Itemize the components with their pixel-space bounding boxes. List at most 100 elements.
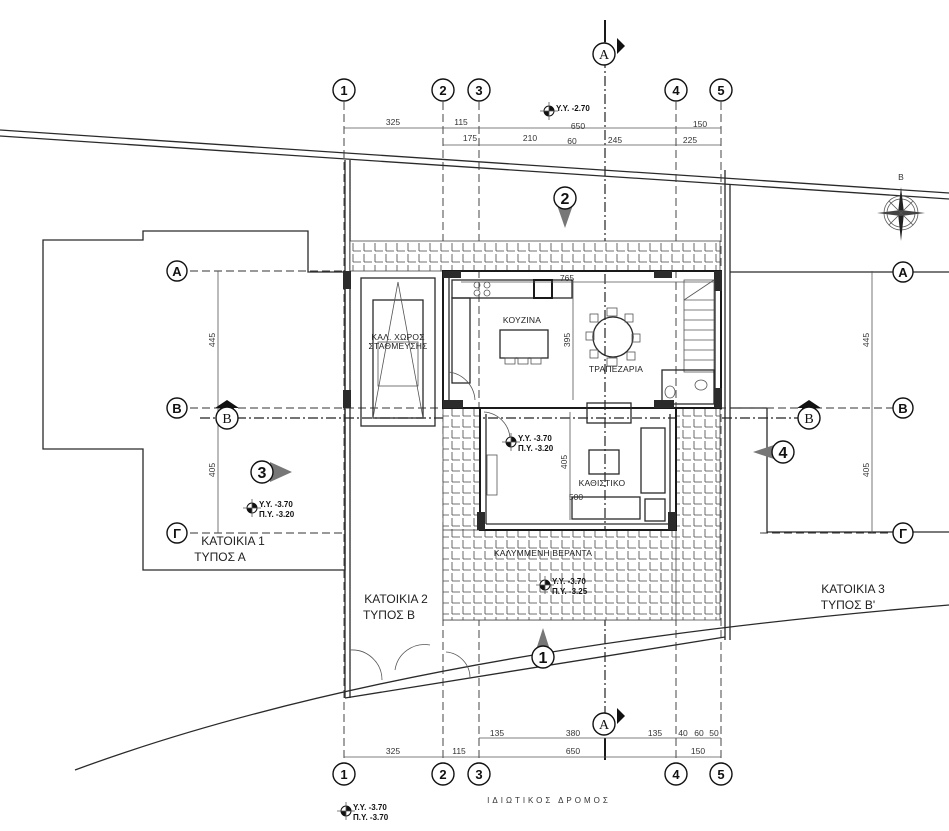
parking-label-line1: ΚΑΛ. ΧΩΡΟΣ	[371, 332, 424, 342]
dim-top-210: 210	[523, 133, 537, 143]
level-top-yy: Υ.Υ. -2.70	[556, 104, 590, 113]
dim-bottom-150: 150	[691, 746, 705, 756]
grid-lines-horizontal	[190, 270, 900, 534]
dining-table	[585, 307, 641, 367]
dim-living-500: 500	[569, 492, 583, 502]
dim-top-325: 325	[386, 117, 400, 127]
grid-col-2-top: 2	[439, 83, 446, 98]
house2-label-line1: ΚΑΤΟΙΚΙΑ 2	[364, 592, 428, 606]
staircase	[683, 279, 715, 373]
grid-bubbles-rows	[166, 260, 914, 544]
dim-top-60: 60	[567, 136, 577, 146]
grid-col-5-bottom: 5	[717, 767, 724, 782]
dim-top-225: 225	[683, 135, 697, 145]
view-1-label: 1	[539, 650, 548, 667]
level-marker-icons	[243, 102, 558, 820]
living-label: ΚΑΘΙΣΤΙΚΟ	[579, 478, 626, 488]
dim-top-650: 650	[571, 121, 585, 131]
doors	[349, 371, 511, 681]
dim-right-445: 445	[861, 333, 871, 347]
kitchen-label: ΚΟΥΖΙΝΑ	[503, 315, 541, 325]
level-road-yy: Υ.Υ. -3.70	[353, 803, 387, 812]
dining-label: ΤΡΑΠΕΖΑΡΙΑ	[589, 364, 643, 374]
level-house1-py: Π.Υ. -3.20	[259, 510, 295, 519]
house3-outline	[730, 271, 949, 533]
house2-walls	[442, 270, 722, 531]
grid-row-b-right: B	[898, 401, 907, 416]
dim-right-405: 405	[861, 463, 871, 477]
grid-row-g-left: Γ	[173, 526, 181, 541]
bottom-dimension-lines	[344, 737, 721, 758]
section-b-label-right: B	[804, 412, 813, 427]
view-marker-3	[250, 460, 292, 484]
rear-terrace	[349, 240, 721, 272]
north-arrow-icon	[877, 187, 925, 241]
grid-row-g-right: Γ	[899, 526, 907, 541]
grid-bubbles-top	[332, 78, 733, 102]
view-marker-2	[553, 186, 577, 228]
wc	[661, 369, 715, 405]
view-marker-4	[753, 440, 795, 464]
house1-label-line1: ΚΑΤΟΙΚΙΑ 1	[201, 534, 265, 548]
veranda-label: ΚΑΛΥΜΜΕΝΗ ΒΕΡΑΝΤΑ	[494, 548, 592, 558]
level-road-py: Π.Υ. -3.70	[353, 813, 389, 822]
dim-top-115: 115	[454, 117, 468, 127]
grid-col-1-top: 1	[340, 83, 347, 98]
dim-bottom-115: 115	[452, 746, 466, 756]
level-living-py: Π.Υ. -3.20	[518, 444, 554, 453]
level-living-yy: Υ.Υ. -3.70	[518, 434, 552, 443]
view-3-label: 3	[258, 465, 267, 482]
grid-col-4-top: 4	[672, 83, 680, 98]
house1-label-line2: ΤΥΠΟΣ Α	[194, 550, 245, 564]
dim-bottom-50: 50	[709, 728, 719, 738]
section-a-marker-bottom	[592, 708, 625, 736]
grid-col-4-bottom: 4	[672, 767, 680, 782]
dim-top-175: 175	[463, 133, 477, 143]
dim-left-405: 405	[207, 463, 217, 477]
view-2-label: 2	[561, 191, 570, 208]
view-4-label: 4	[779, 445, 788, 462]
section-b-marker-left	[215, 400, 239, 430]
plot-boundary-bottom	[74, 604, 949, 771]
top-dimension-lines	[344, 127, 721, 146]
dim-bottom-380: 380	[566, 728, 580, 738]
dim-top-245: 245	[608, 135, 622, 145]
grid-row-a-left: A	[172, 264, 182, 279]
house2-label-line2: ΤΥΠΟΣ Β	[363, 608, 415, 622]
section-b-label-left: B	[222, 412, 231, 427]
section-a-marker-top	[592, 38, 625, 66]
dim-bottom-135a: 135	[490, 728, 504, 738]
parking-space	[360, 277, 436, 427]
view-marker-1	[531, 628, 555, 669]
dim-bottom-650: 650	[566, 746, 580, 756]
grid-bubbles-bottom	[332, 762, 733, 786]
level-veranda-yy: Υ.Υ. -3.70	[552, 577, 586, 586]
dim-bottom-40: 40	[678, 728, 688, 738]
dim-bottom-60: 60	[694, 728, 704, 738]
dim-left-445: 445	[207, 333, 217, 347]
level-veranda-py: Π.Υ. -3.25	[552, 587, 588, 596]
kitchen-furniture	[451, 279, 573, 384]
grid-row-b-left: B	[172, 401, 181, 416]
grid-col-3-bottom: 3	[475, 767, 482, 782]
north-label: Β	[898, 172, 904, 182]
dim-kitchen-765: 765	[560, 273, 574, 283]
house3-label-line2: ΤΥΠΟΣ Β'	[821, 598, 875, 612]
section-a-label-top: A	[599, 48, 610, 63]
section-b-marker-right	[797, 400, 821, 430]
dim-living-405: 405	[559, 455, 569, 469]
house1-outline	[42, 230, 346, 571]
dim-top-150: 150	[693, 119, 707, 129]
section-a-label-bottom: A	[599, 718, 610, 733]
parking-label-line2: ΣΤΑΘΜΕΥΣΗΣ	[369, 341, 428, 351]
grid-col-2-bottom: 2	[439, 767, 446, 782]
road-label: ΙΔΙΩΤΙΚΟΣ ΔΡΟΜΟΣ	[487, 796, 611, 805]
level-house1-yy: Υ.Υ. -3.70	[259, 500, 293, 509]
dim-bottom-135b: 135	[648, 728, 662, 738]
grid-col-3-top: 3	[475, 83, 482, 98]
grid-row-a-right: A	[898, 265, 908, 280]
living-furniture	[486, 402, 666, 522]
dim-kitchen-395: 395	[562, 333, 572, 347]
grid-col-1-bottom: 1	[340, 767, 347, 782]
